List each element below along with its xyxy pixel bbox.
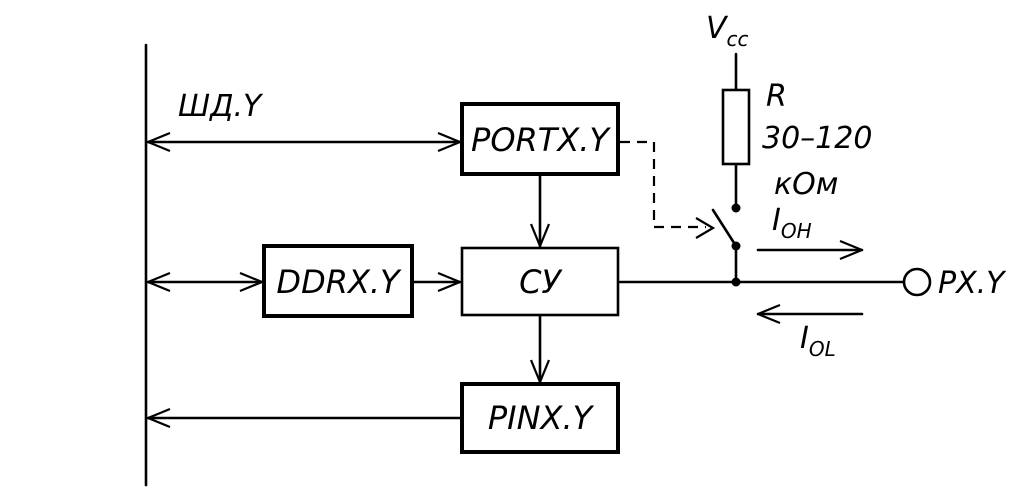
iol-sub: OL bbox=[809, 337, 836, 361]
output-node-dot bbox=[731, 277, 741, 287]
ddrx-block bbox=[262, 244, 414, 318]
cu-block bbox=[460, 246, 620, 317]
portx-label: PORTX.Y bbox=[471, 121, 611, 159]
iol-label: IOL bbox=[800, 321, 836, 361]
vcc-sub: cc bbox=[727, 27, 749, 51]
pin-label: PX.Y bbox=[938, 266, 1007, 301]
ioh-label: IOH bbox=[772, 203, 812, 243]
vcc-label: Vcc bbox=[706, 11, 749, 51]
resistor-unit: кОм bbox=[774, 167, 838, 202]
switch-blade bbox=[711, 208, 738, 248]
bus-label: ШД.Y bbox=[178, 89, 264, 124]
switch-contact-dot bbox=[731, 203, 741, 213]
iol-main: I bbox=[800, 321, 809, 356]
control-dashed-arrowhead bbox=[695, 217, 716, 239]
portx-block bbox=[460, 102, 620, 176]
pinx-label: PINX.Y bbox=[488, 399, 595, 437]
control-dashed-line bbox=[620, 140, 706, 229]
ddrx-label: DDRX.Y bbox=[276, 263, 402, 301]
resistor-body bbox=[721, 88, 751, 166]
switch-pivot-dot bbox=[731, 241, 741, 251]
pinx-block bbox=[460, 382, 620, 454]
cu-label: СУ bbox=[519, 263, 563, 301]
ioh-sub: OH bbox=[781, 219, 812, 243]
vcc-main: V bbox=[706, 11, 729, 46]
resistor-value: 30–120 bbox=[762, 121, 872, 156]
pin-terminal bbox=[902, 267, 932, 297]
resistor-name: R bbox=[766, 79, 787, 114]
ioh-main: I bbox=[772, 203, 781, 238]
